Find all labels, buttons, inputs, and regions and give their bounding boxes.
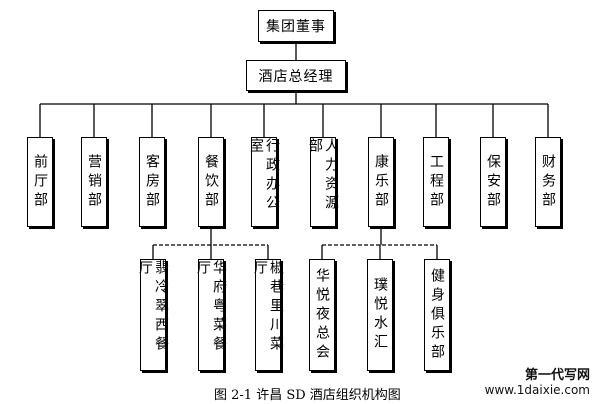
dept-security: 保安部	[480, 137, 506, 227]
dept-admin-office: 行政办公室	[248, 137, 280, 227]
dept-sales: 营销部	[81, 137, 107, 227]
dept-front-office: 前厅部	[27, 137, 53, 227]
watermark-title: 第一代写网	[524, 368, 590, 383]
dept-human-resources: 人力资源部	[307, 137, 339, 227]
dept-recreation: 康乐部	[368, 137, 394, 227]
unit-nightclub: 华悦夜总会	[309, 259, 335, 371]
figure-caption: 图 2-1 许昌 SD 酒店组织机构图	[214, 388, 401, 403]
dept-engineering: 工程部	[423, 137, 449, 227]
dept-catering: 餐饮部	[198, 137, 224, 227]
box-board: 集团董事	[258, 10, 334, 42]
watermark-url: www.1daixie.com	[484, 383, 590, 397]
dept-housekeeping: 客房部	[139, 137, 165, 227]
dept-finance: 财务部	[535, 137, 561, 227]
unit-sichuan-restaurant: 椒巷里川菜厅	[252, 259, 284, 371]
unit-cantonese-restaurant: 华府粤菜餐厅	[195, 259, 227, 371]
unit-florence-western-restaurant: 翡冷翠西餐厅	[137, 259, 169, 371]
unit-fitness-club: 健身俱乐部	[424, 259, 450, 371]
unit-spa: 璞悦水汇	[367, 259, 393, 371]
box-general-manager: 酒店总经理	[246, 60, 346, 91]
watermark: 第一代写网 www.1daixie.com	[485, 368, 590, 398]
